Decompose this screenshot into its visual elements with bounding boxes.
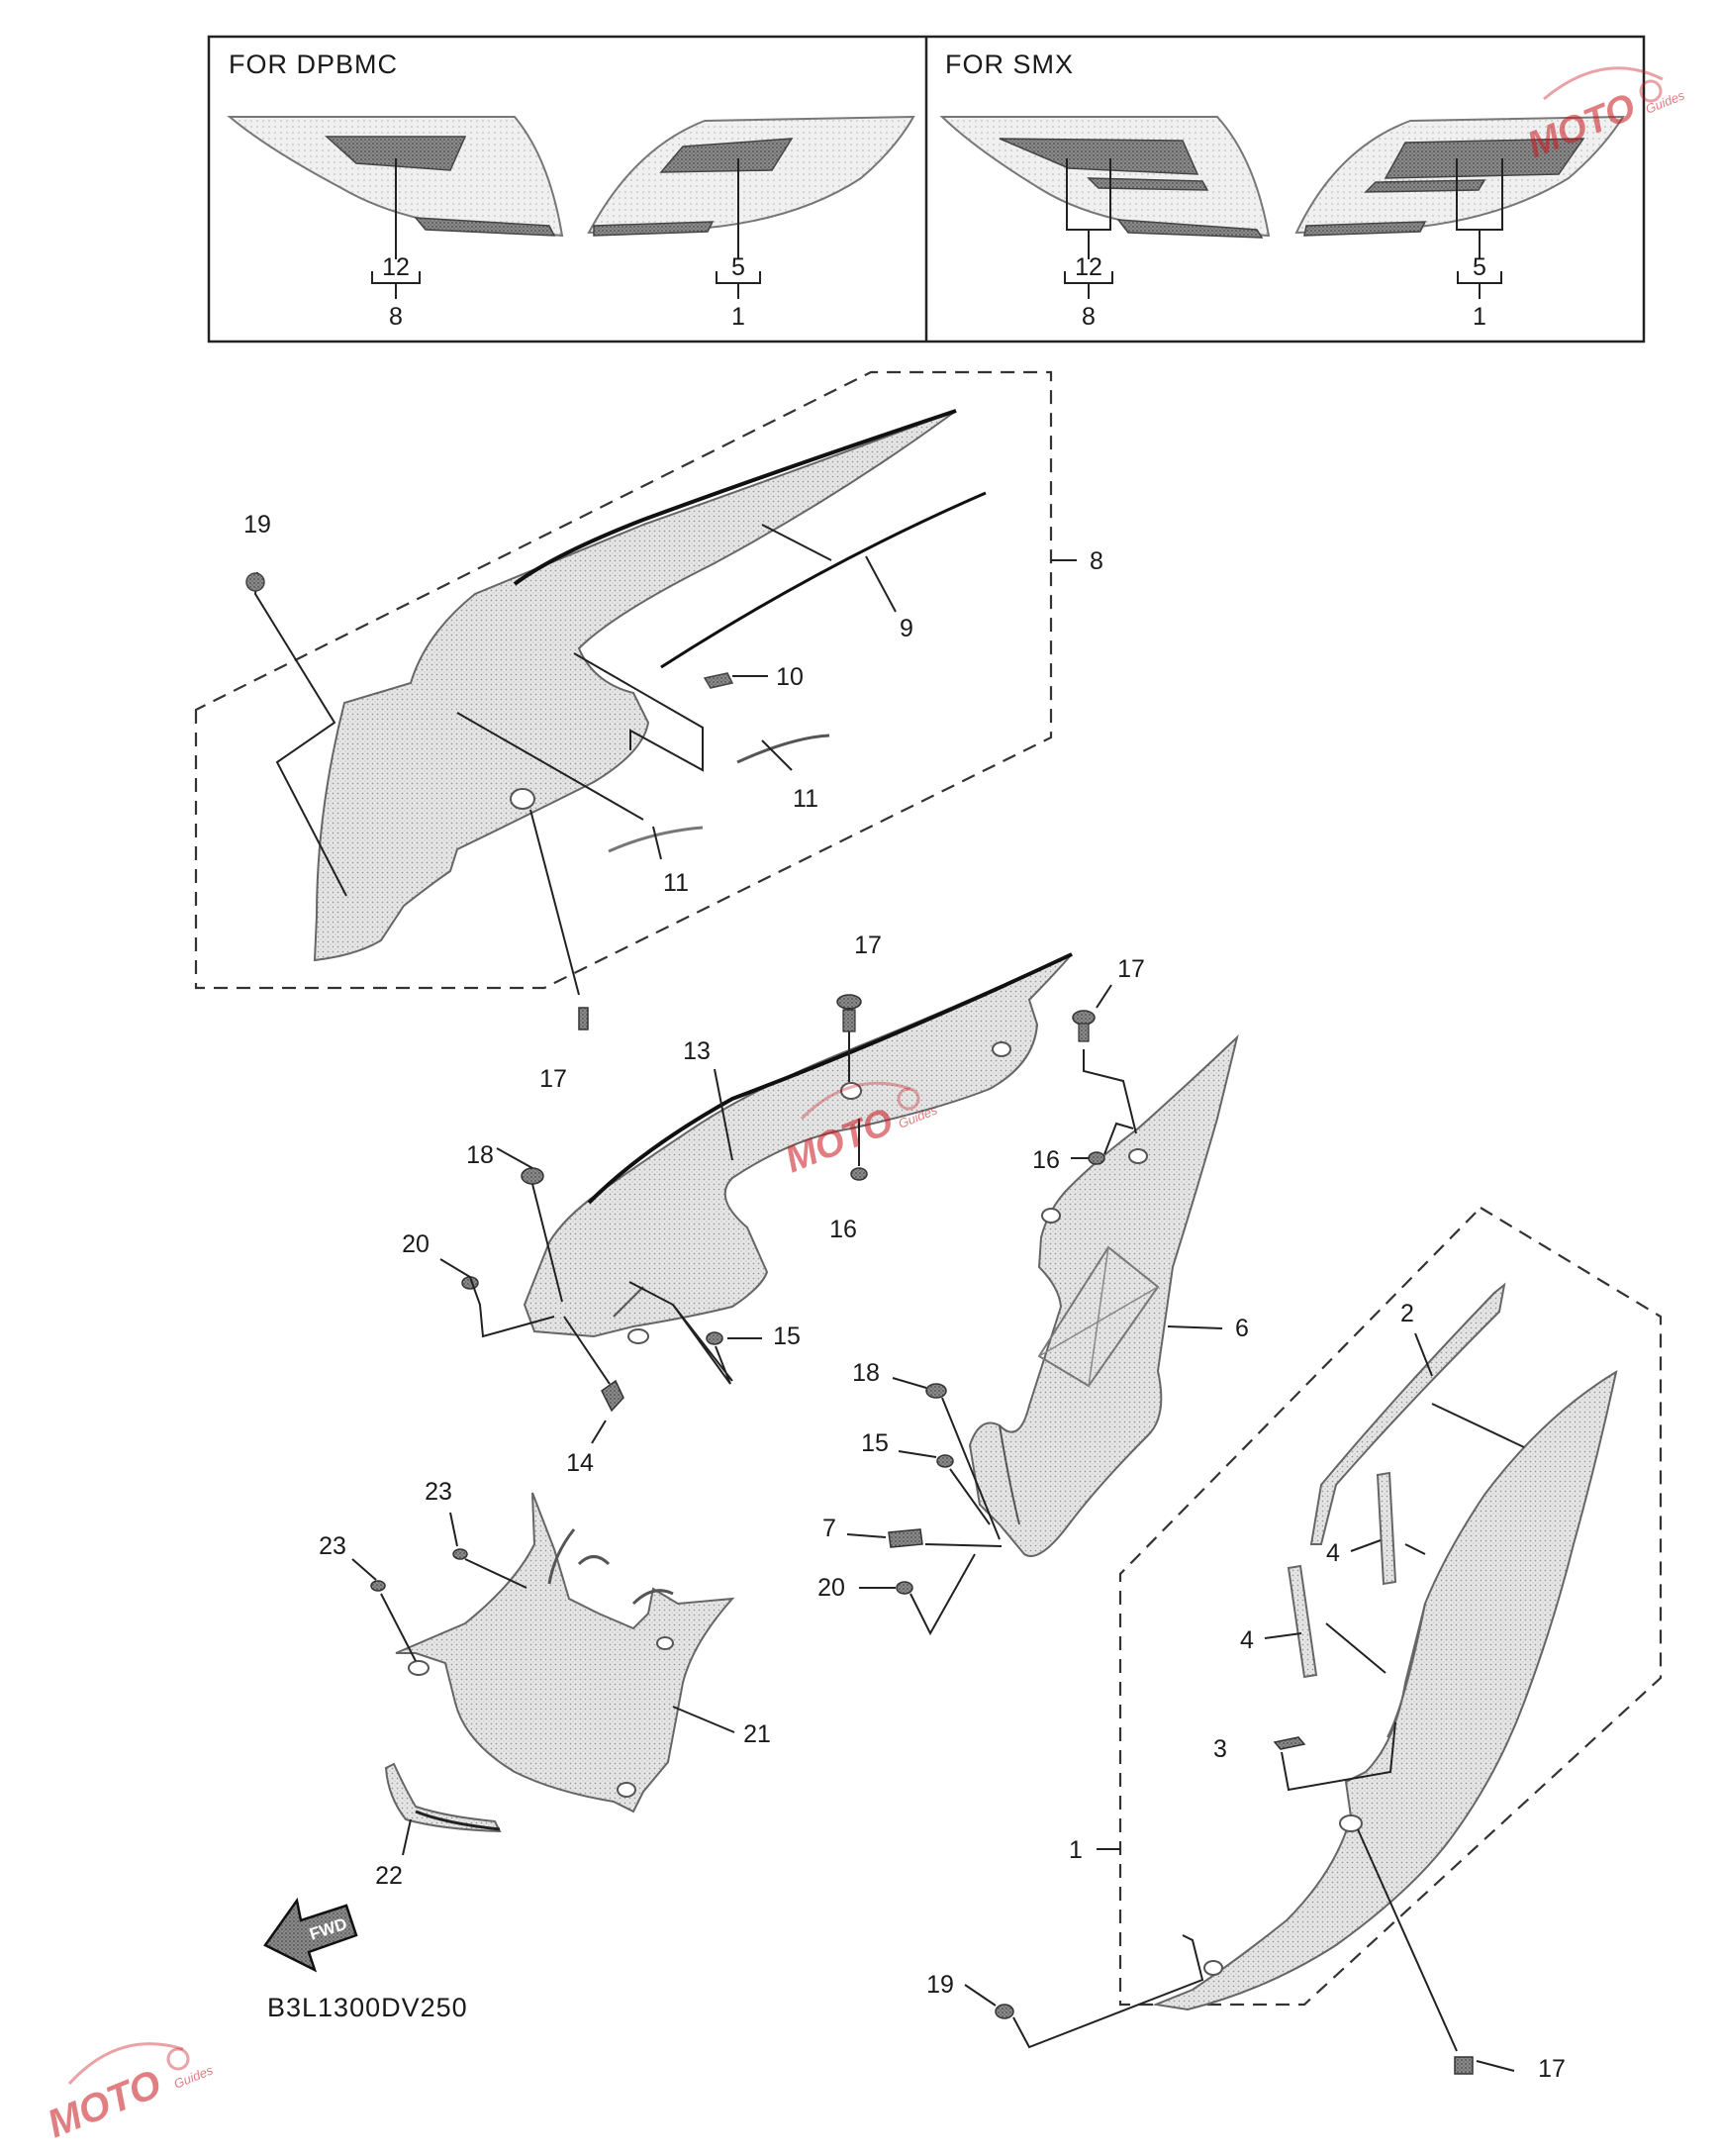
callout-6: 6: [1235, 1315, 1249, 1342]
inset-label-r8: 8: [1082, 303, 1096, 331]
callout-1: 1: [1069, 1836, 1083, 1864]
trim-strip-22: [384, 1762, 502, 1833]
inset-label-l5: 5: [731, 253, 745, 281]
panel-6: [968, 1033, 1239, 1557]
inset-smx-left-cover: [939, 116, 1271, 239]
callout-16-right: 16: [1032, 1146, 1060, 1174]
callout-10: 10: [776, 663, 804, 691]
watermark-sub-bottom: Guides: [172, 2062, 216, 2092]
callout-17-left: 17: [539, 1065, 567, 1093]
callout-16-center: 16: [829, 1216, 857, 1243]
diagram-code: B3L1300DV250: [267, 1993, 468, 2022]
callout-15-left: 15: [773, 1323, 801, 1350]
side-cover-8: [313, 410, 957, 962]
inset-dpbmc-right-cover: [587, 115, 915, 237]
assembly-8-group: 8 19 9 10 11 11: [194, 370, 1103, 996]
callout-20-left: 20: [402, 1230, 430, 1258]
callout-17-center: 17: [854, 931, 882, 959]
watermark-logo-bottom: MOTO Guides: [42, 2042, 216, 2146]
callout-9: 9: [900, 615, 913, 642]
assembly-1-group: 1 2 4 4 3 19 17: [926, 1206, 1663, 2083]
callout-17-bottom: 17: [1538, 2055, 1566, 2083]
callout-13: 13: [683, 1037, 711, 1065]
callout-17-right: 17: [1117, 955, 1145, 983]
callout-18-left: 18: [466, 1141, 494, 1169]
panel-21: [395, 1492, 735, 1813]
inset-label-l8: 8: [389, 303, 403, 331]
callout-7: 7: [822, 1515, 836, 1542]
callout-4-lower: 4: [1240, 1626, 1254, 1654]
callout-21: 21: [743, 1720, 771, 1748]
inset-title-dpbmc: FOR DPBMC: [229, 49, 398, 79]
inset-box: FOR DPBMC FOR SMX 12 8 5 1: [207, 35, 1646, 343]
callout-18-right: 18: [852, 1359, 880, 1387]
callout-23-lower: 23: [319, 1532, 346, 1560]
callout-8: 8: [1090, 547, 1103, 575]
inset-label-r1: 1: [1473, 303, 1486, 331]
callout-23-upper: 23: [425, 1478, 452, 1506]
inset-label-l12: 12: [382, 253, 410, 281]
callout-4-upper: 4: [1326, 1539, 1340, 1567]
callout-22: 22: [375, 1862, 403, 1890]
inset-smx-right-cover: [1294, 115, 1625, 237]
panel-13: [523, 952, 1073, 1344]
callout-19-upper: 19: [243, 511, 271, 539]
callout-15-right: 15: [861, 1429, 889, 1457]
watermark-brand-bottom: MOTO: [42, 2062, 167, 2146]
callout-2: 2: [1400, 1300, 1414, 1327]
inset-label-r5: 5: [1473, 253, 1486, 281]
inset-title-smx: FOR SMX: [945, 49, 1074, 79]
callout-19-lower: 19: [926, 1971, 954, 1999]
watermark-sub-top: Guides: [1644, 87, 1687, 117]
callout-20-right: 20: [817, 1574, 845, 1602]
callout-3: 3: [1213, 1735, 1227, 1763]
fwd-arrow: FWD: [263, 1897, 358, 1973]
inset-label-l1: 1: [731, 303, 745, 331]
callout-11-upper: 11: [793, 785, 818, 813]
inset-label-r12: 12: [1075, 253, 1102, 281]
side-cover-1: [1152, 1369, 1618, 2011]
callout-14: 14: [566, 1449, 594, 1477]
callout-11-lower: 11: [663, 869, 689, 897]
